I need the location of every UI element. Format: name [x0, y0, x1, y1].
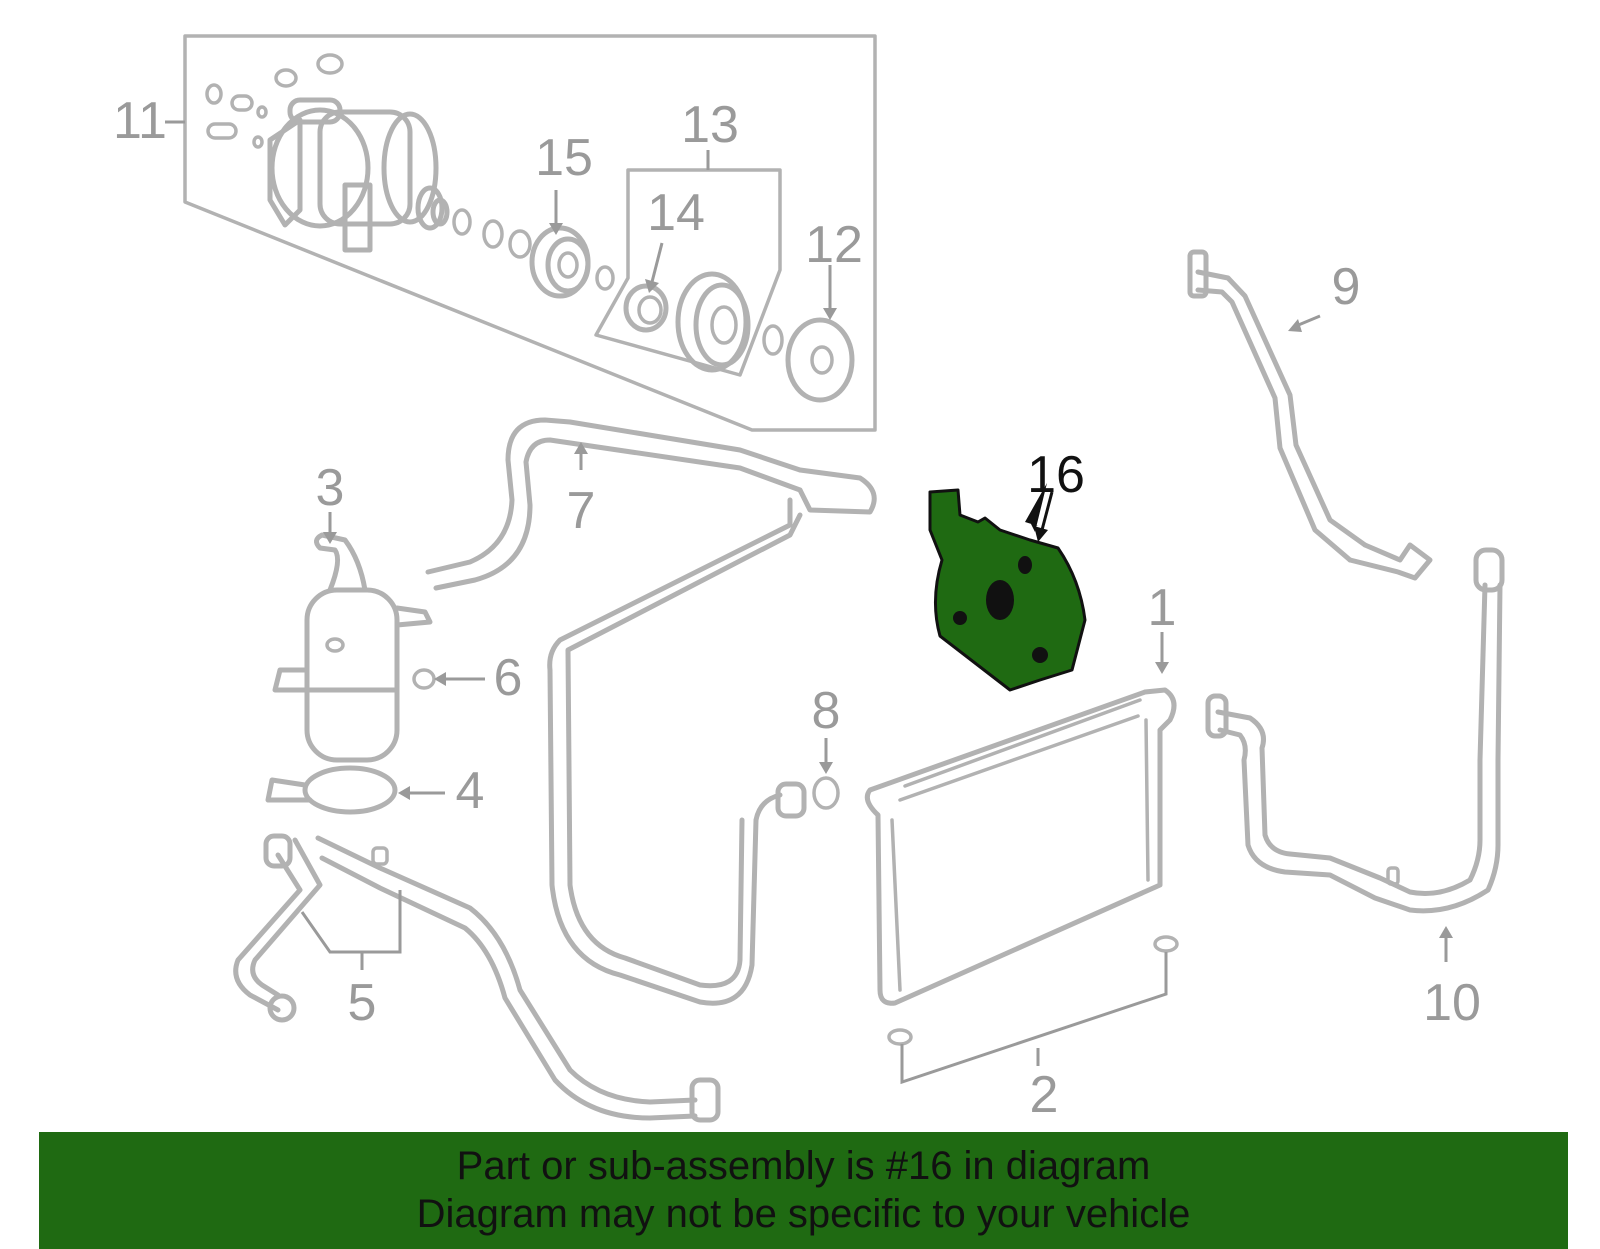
pulley[interactable]: [675, 271, 751, 373]
leader-arrows: [323, 190, 1453, 1066]
compressor-assembly-group: [165, 34, 877, 432]
pulley-subgroup-frame: [594, 168, 782, 377]
clutch-hub-plate[interactable]: [785, 317, 855, 403]
callout-1: 1: [1148, 579, 1177, 637]
compressor-group-frame: [183, 34, 877, 432]
callout-7: 7: [567, 482, 596, 540]
line-9[interactable]: [1187, 249, 1433, 581]
bearing[interactable]: [623, 283, 669, 333]
compressor-small-fittings: [205, 53, 344, 149]
callout-10: 10: [1423, 974, 1481, 1032]
callout-4: 4: [456, 762, 485, 820]
insulator-lower[interactable]: [887, 1028, 913, 1046]
o-ring-8[interactable]: [812, 776, 840, 810]
drier-bracket[interactable]: [265, 765, 398, 815]
callout-15: 15: [535, 129, 593, 187]
compressor[interactable]: [267, 97, 450, 253]
drier[interactable]: [272, 532, 433, 763]
compressor-mounting-bracket[interactable]: [928, 488, 1087, 692]
callout-8: 8: [812, 682, 841, 740]
callout-12: 12: [805, 216, 863, 274]
callout-16: 16: [1027, 446, 1085, 504]
callout-5: 5: [348, 974, 377, 1032]
callout-14: 14: [647, 184, 705, 242]
callout-5-leader: [300, 890, 402, 954]
callout-6: 6: [494, 649, 523, 707]
hose-assembly-7[interactable]: [425, 417, 877, 1006]
notice-line-2: Diagram may not be specific to your vehi…: [416, 1192, 1191, 1236]
o-ring-6[interactable]: [412, 668, 436, 690]
notice-line-1: Part or sub-assembly is #16 in diagram: [456, 1144, 1151, 1188]
line-10[interactable]: [1205, 547, 1505, 914]
callout-9: 9: [1332, 258, 1361, 316]
callout-13: 13: [681, 96, 739, 154]
compressor-seals: [452, 208, 784, 356]
line-5[interactable]: [233, 833, 721, 1123]
insulator-upper[interactable]: [1153, 935, 1179, 953]
callout-2-leader: [900, 952, 1168, 1085]
callout-2: 2: [1030, 1066, 1059, 1124]
condenser[interactable]: [864, 687, 1177, 1006]
notice-banner: Part or sub-assembly is #16 in diagram D…: [39, 1132, 1568, 1249]
callout-3: 3: [316, 459, 345, 517]
callout-11: 11: [113, 92, 167, 150]
callout-labels: 1 2 3 4 5 6 7 8 9 10 11 12 13 14 15 16: [113, 92, 1481, 1124]
clutch-coil[interactable]: [529, 225, 591, 299]
